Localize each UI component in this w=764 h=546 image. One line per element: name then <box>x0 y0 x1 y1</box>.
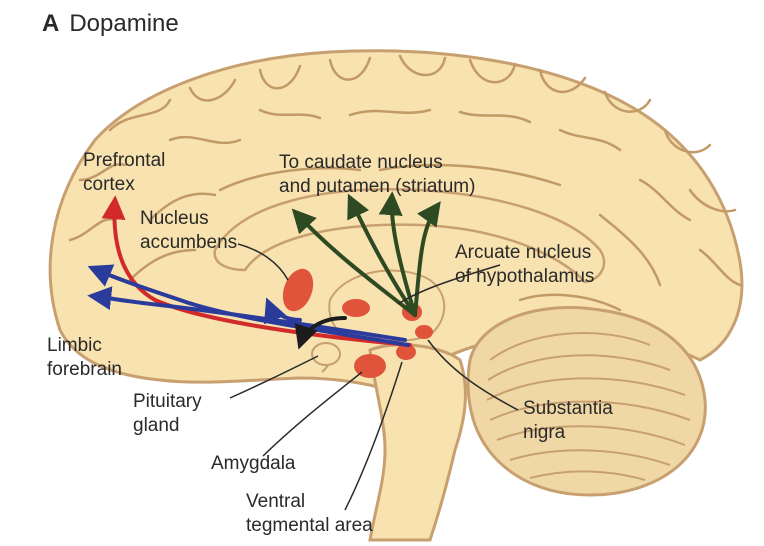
label-line: gland <box>133 415 180 436</box>
label-line: Ventral <box>246 491 306 512</box>
panel-letter: A <box>42 10 60 37</box>
label-line: Substantia <box>523 398 613 419</box>
figure-title-text: Dopamine <box>69 10 179 37</box>
vta-shape <box>396 344 416 360</box>
cerebellum <box>466 305 707 497</box>
label-line: Limbic <box>47 335 102 356</box>
label-line: Prefrontal <box>83 150 166 171</box>
pituitary-gland <box>311 342 341 366</box>
label-line: Amygdala <box>211 453 296 474</box>
label-caudate-putamen: To caudate nucleus and putamen (striatum… <box>279 151 475 199</box>
label-line: Arcuate nucleus <box>455 242 592 263</box>
label-line: tegmental area <box>246 515 373 536</box>
label-prefrontal-cortex: Prefrontal cortex <box>83 149 165 197</box>
label-line: Pituitary <box>133 391 202 412</box>
label-line: Nucleus <box>140 208 209 229</box>
label-amygdala: Amygdala <box>211 452 296 476</box>
label-ventral-tegmental-area: Ventral tegmental area <box>246 490 373 538</box>
label-line: accumbens <box>140 232 238 253</box>
nucleus-accumbens-shape <box>282 268 314 312</box>
label-line: To caudate nucleus <box>279 152 443 173</box>
label-arcuate-nucleus: Arcuate nucleus of hypothalamus <box>455 241 594 289</box>
tuberoinfundibular-pathway <box>294 316 347 350</box>
mesolimbic-pathway <box>87 264 410 347</box>
label-line: and putamen (striatum) <box>279 176 476 197</box>
brainstem <box>368 343 467 542</box>
label-nucleus-accumbens: Nucleus accumbens <box>140 207 237 255</box>
label-line: forebrain <box>47 359 122 380</box>
hypothalamic-nucleus <box>342 299 370 317</box>
leader-lines <box>229 243 519 511</box>
figure-title: A Dopamine <box>42 10 179 38</box>
label-pituitary-gland: Pituitary gland <box>133 390 202 438</box>
label-line: of hypothalamus <box>455 266 595 287</box>
label-substantia-nigra: Substantia nigra <box>523 397 613 445</box>
label-limbic-forebrain: Limbic forebrain <box>47 334 122 382</box>
label-line: cortex <box>83 174 135 195</box>
cortical-folds <box>68 54 742 312</box>
substantia-nigra-shape <box>415 325 433 339</box>
label-line: nigra <box>523 422 566 443</box>
